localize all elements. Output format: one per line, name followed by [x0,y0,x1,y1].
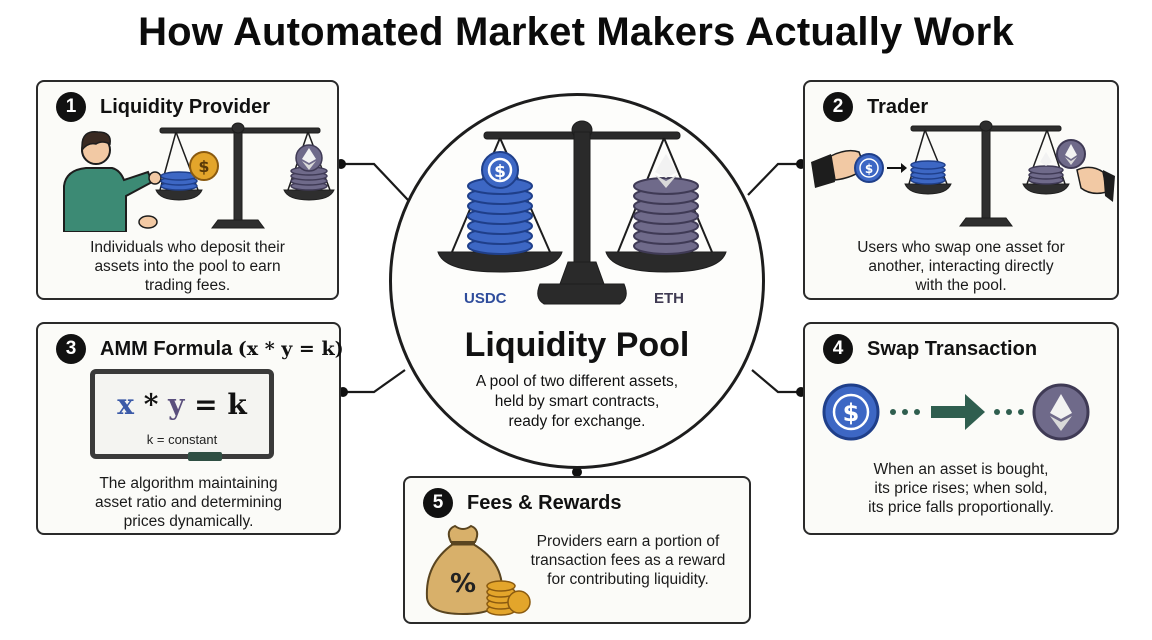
panel-title: Swap Transaction [867,337,1038,360]
connector-trader-line [747,162,801,196]
step-number-badge: 3 [56,334,86,364]
panel-liquidity-provider: 1 Liquidity Provider [36,80,339,300]
hand-left-icon [811,149,866,188]
chalkboard-eraser-icon [188,452,222,461]
svg-text:$: $ [494,162,506,182]
panel-header: 4 Swap Transaction [823,334,1037,364]
usdc-coin-icon: $ [854,153,884,183]
panel-amm-formula: 3 AMM Formula (x * y = k) x * y = k k = … [36,322,344,535]
panel-header: 5 Fees & Rewards [423,488,622,518]
diagram-title: How Automated Market Makers Actually Wor… [138,10,1014,54]
swap-illustration: $ [822,383,1090,441]
panel-description: The algorithm maintaining asset ratio an… [95,475,282,530]
panel-header: 3 AMM Formula (x * y = k) [56,334,344,364]
connector-provider-line [341,162,409,201]
gold-coin-stack-icon [486,580,531,616]
pool-balance-scale-illustration: $ [437,120,727,305]
panel-header: 1 Liquidity Provider [56,92,270,122]
connector-swap-line [751,369,801,394]
svg-text:$: $ [198,157,209,176]
panel-description: Individuals who deposit their assets int… [90,239,285,294]
step-number-badge: 2 [823,92,853,122]
panel-trader: 2 Trader $ [803,80,1119,300]
usdc-coin-icon: $ [822,383,880,441]
hand-right-icon [1076,166,1115,202]
panel-fees-rewards: 5 Fees & Rewards % Providers earn a port… [403,476,751,624]
usdc-label: USDC [464,290,507,307]
liquidity-pool-circle: $ USDC ETH Liquidity Pool A pool of two … [389,93,765,469]
connector-formula-line [343,369,406,394]
panel-title: Trader [867,95,929,118]
eth-coin-icon [1032,383,1090,441]
arrow-right-icon [887,163,907,173]
money-bag-icon: % [425,524,503,616]
usdc-coin-stack-icon: $ [467,151,533,255]
balance-scale-icon [437,120,727,305]
svg-text:$: $ [843,399,860,427]
step-number-badge: 1 [56,92,86,122]
panel-description: Users who swap one asset for another, in… [857,239,1065,294]
arrow-right-icon [931,394,985,430]
eth-coin-icon [1056,139,1086,169]
step-number-badge: 4 [823,334,853,364]
eth-label: ETH [654,290,684,307]
panel-header: 2 Trader [823,92,928,122]
formula-chalkboard: x * y = k k = constant [90,369,274,459]
panel-description: Providers earn a portion of transaction … [530,533,726,588]
constant-note: k = constant [146,432,218,447]
trader-illustration: $ [811,120,1115,227]
panel-title: Liquidity Provider [100,95,271,118]
panel-title: AMM Formula (x * y = k) [100,337,344,360]
eth-coin-stack-icon [633,154,699,255]
svg-text:$: $ [865,162,873,176]
connector-dot [572,467,582,477]
eth-coin-stack-icon [290,144,328,191]
gold-coin-icon: $ [189,151,219,181]
person-icon [63,131,162,232]
step-number-badge: 5 [423,488,453,518]
dots-icon [890,409,1024,415]
usdc-coin-stack-icon [160,171,198,191]
formula-text: x * y = k [117,388,247,421]
panel-swap-transaction: 4 Swap Transaction $ When an asset is bo… [803,322,1119,535]
usdc-coin-stack-icon [910,160,946,185]
svg-text:%: % [450,569,476,599]
panel-description: When an asset is bought, its price rises… [868,461,1054,516]
eth-coin-stack-icon [1028,152,1064,185]
panel-title: Fees & Rewards [467,491,622,514]
pool-title: Liquidity Pool [464,326,690,364]
pool-description: A pool of two different assets, held by … [475,373,679,430]
money-bag-illustration: % [425,524,531,616]
provider-illustration: $ [63,122,335,232]
